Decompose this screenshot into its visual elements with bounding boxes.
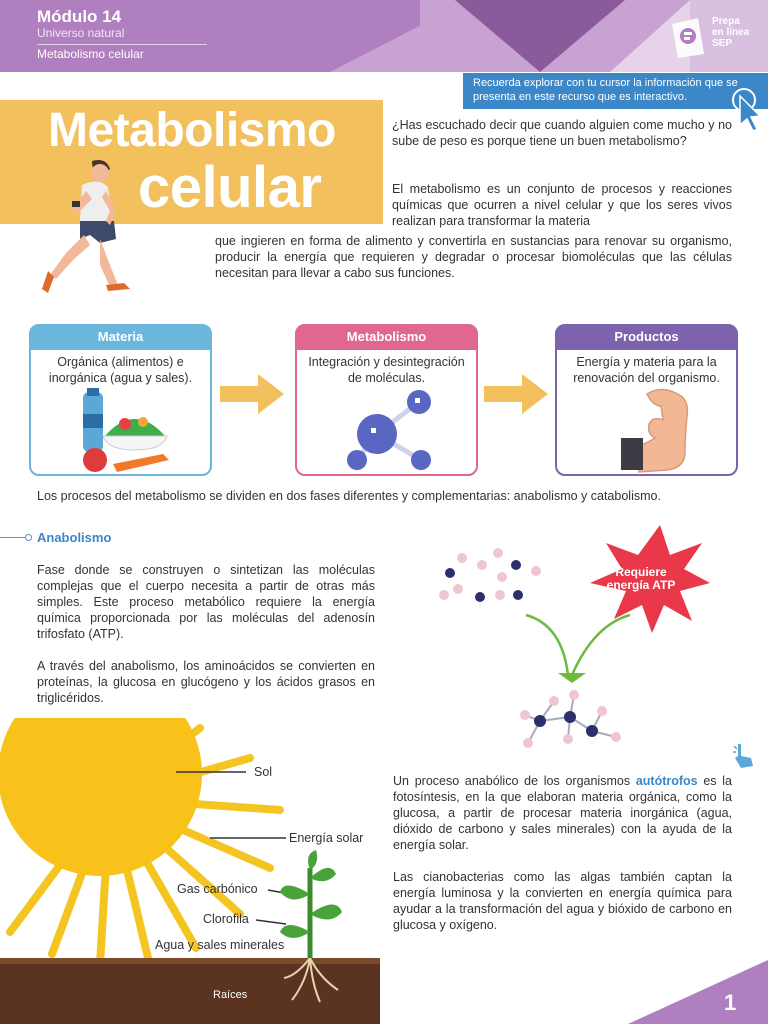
atp-star-label: Requiere energía ATP [606, 565, 676, 592]
autotrofos-paragraph-2: Las cianobacterias como las algas tambié… [393, 870, 732, 932]
prepa-logo-icon [672, 18, 704, 58]
label-gas-carbonico: Gas carbónico [177, 882, 258, 896]
box-materia-text: Orgánica (alimentos) e inorgánica (agua … [48, 355, 193, 385]
box-productos-text: Energía y materia para la renovación del… [573, 355, 720, 385]
section-marker-dot [25, 534, 32, 541]
box-materia: Materia Orgánica (alimentos) e inorgánic… [29, 324, 212, 476]
box-metabolismo-text: Integración y desintegración de molécula… [308, 355, 465, 385]
interactive-tip: Recuerda explorar con tu cursor la infor… [463, 73, 768, 109]
page-title-line2: celular [138, 155, 322, 220]
photosynthesis-scene [0, 718, 380, 1024]
hand-pointer-icon [733, 744, 753, 768]
muscle-arm-icon [621, 388, 689, 473]
title-banner [0, 100, 383, 224]
anabolismo-paragraph-2: A través del anabolismo, los aminoácidos… [37, 659, 375, 705]
anabolismo-paragraph-1: Fase donde se construyen o sintetizan la… [37, 563, 375, 641]
page-number: 1 [724, 990, 737, 1015]
logo-text: Prepa en línea SEP [712, 16, 750, 49]
label-energia-solar: Energía solar [289, 831, 364, 845]
section-marker-line [0, 537, 28, 538]
box-materia-title: Materia [29, 324, 212, 350]
autotrofos-text-b: es la fotosíntesis, en la que elaboran m… [393, 774, 733, 852]
intro-paragraph-1: ¿Has escuchado decir que cuando alguien … [392, 118, 732, 148]
page-corner-decor [628, 960, 768, 1024]
box-productos-title: Productos [555, 324, 738, 350]
arrow-right-icon [220, 374, 284, 414]
box-metabolismo: Metabolismo Integración y desintegración… [295, 324, 478, 476]
header-decor [690, 0, 768, 72]
label-sol: Sol [254, 765, 273, 779]
header-banner [0, 0, 768, 72]
phases-text: Los procesos del metabolismo se dividen … [37, 489, 661, 503]
autotrofos-text-a: Un proceso anabólico de los organismos [393, 774, 631, 788]
cursor-click-icon [732, 88, 762, 132]
header-decor [455, 0, 625, 72]
section-title-anabolismo: Anabolismo [37, 530, 112, 545]
autotrofos-paragraph-1: Un proceso anabólico de los organismos a… [393, 773, 732, 853]
label-raices: Raíces [213, 989, 248, 1001]
page-title-line1: Metabolismo [48, 104, 336, 157]
autotrofos-keyword[interactable]: autótrofos [635, 774, 698, 788]
anabolism-diagram [439, 525, 710, 748]
label-clorofila: Clorofila [203, 912, 249, 926]
module-title: Módulo 14 [37, 7, 122, 26]
box-productos: Productos Energía y materia para la reno… [555, 324, 738, 476]
food-icon [83, 388, 169, 472]
runner-illustration-icon [42, 160, 130, 293]
divider [37, 44, 207, 45]
label-agua-sales: Agua y sales minerales [155, 938, 285, 952]
arrow-right-icon [484, 374, 548, 414]
molecule-icon [347, 390, 431, 470]
box-metabolismo-title: Metabolismo [295, 324, 478, 350]
header-decor [330, 0, 470, 72]
module-subtitle: Universo natural [37, 26, 125, 40]
module-topic: Metabolismo celular [37, 47, 144, 61]
intro-paragraph-2b: que ingieren en forma de alimento y conv… [215, 234, 732, 280]
intro-paragraph-2a: El metabolismo es un conjunto de proceso… [392, 182, 732, 228]
